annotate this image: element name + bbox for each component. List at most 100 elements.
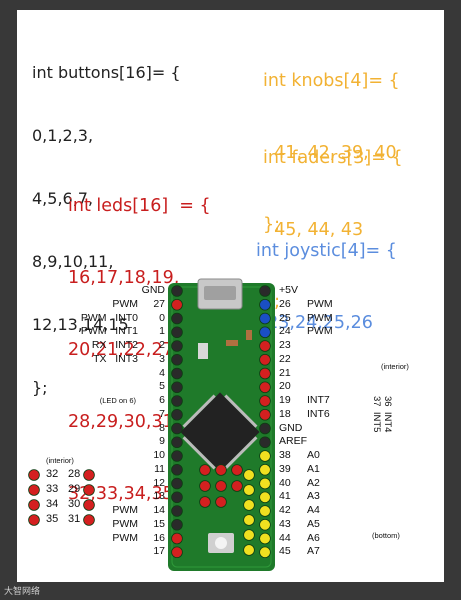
right-pin-dot [259,546,271,559]
right-pin-function: A5 [307,517,320,530]
right-pin-number: 40 [279,476,291,489]
interior-pin-dot [83,484,95,496]
right-pin-dot [259,312,271,325]
right-pin-function: INT6 [307,407,330,420]
right-pin-number: 41 [279,490,291,503]
left-pin-number: GND [141,284,165,296]
board-led-pad [231,464,243,476]
right-pin-number: 43 [279,517,291,530]
right-pin-number: 20 [279,380,291,393]
interior-right-title: (interior) [381,362,409,371]
left-pin-dot [171,450,183,462]
right-pin-dot [259,450,271,462]
interior-pin-dot [28,499,40,511]
right-pin-function: A2 [307,476,320,489]
board-analog-pad [243,514,255,526]
left-pin-dot [171,518,183,531]
left-pin-function: RX INT2 [91,339,138,351]
right-pin-number: GND [279,421,303,434]
left-pin-function: PWM [112,531,138,544]
right-pin-function: A1 [307,462,320,475]
right-pin-dot [259,367,271,380]
right-pin-dot [259,436,271,449]
interior-pin-number: 34 [46,498,59,510]
right-pin-number: 38 [279,449,291,461]
left-pin-dot [171,340,183,352]
right-pin-dot [259,422,271,435]
code-line: int knobs[4]= { [263,71,400,91]
right-pin-dot [259,477,271,490]
interior-pin-number: 33 [46,483,59,495]
code-line: int joystic[4]= { [256,241,397,261]
left-pin-dot [171,477,183,490]
right-pin-function: A0 [307,449,320,461]
right-pin-number: 39 [279,462,291,475]
left-pin-dot [171,436,183,449]
right-pin-number: 19 [279,394,291,406]
bottom-label: (bottom) [372,531,400,540]
right-pin-dot [259,326,271,339]
code-line: 16,17,18,19, [68,268,180,288]
board-led-pad [215,480,227,492]
code-line: 28,29,30,31, [68,412,180,432]
code-line: 12,13,14,15 [32,315,129,334]
pin-columns [28,285,271,559]
left-pin-dot [171,422,183,435]
board-led-pad [199,464,211,476]
board-led-pad [215,464,227,476]
interior-pin-number: 32 [46,468,59,480]
left-pin-function: PWM [112,517,138,530]
code-line: 41, 42, 39, 40 [263,143,397,163]
left-pin-number: 4 [159,366,165,379]
interior-right-pin-36: 36 INT4 [382,396,393,433]
left-pin-dot [171,285,183,297]
board-analog-pad [243,529,255,541]
right-pin-number: 23 [279,339,291,351]
right-pin-dot [259,491,271,504]
left-pin-dot [171,381,183,394]
left-pin-number: 1 [159,325,165,338]
right-pin-function: A3 [307,490,320,503]
left-pin-dot [171,408,183,421]
left-pin-number: 8 [159,421,165,434]
left-pin-function: (LED on 6) [99,396,136,405]
faders-array-code: int faders[3]= { 45, 44, 43 }; [263,98,403,338]
crystal [198,343,208,359]
code-line: 45, 44, 43 [263,220,364,240]
interior-pin-dot [83,514,95,526]
interior-pin-dot [83,469,95,481]
left-pin-function: PWM [112,297,138,310]
leds-array-code: int leds[16] = { 16,17,18,19, 20,21,22,2… [68,146,211,530]
right-pin-dot [259,408,271,421]
left-pin-number: 3 [159,352,165,365]
right-pin-dot [259,463,271,476]
right-pin-dot [259,381,271,394]
left-pin-dot [171,505,183,517]
interior-pin-number: 29 [68,483,81,495]
buttons-array-code: int buttons[16]= { 0,1,2,3, 4,5,6,7, 8,9… [32,20,181,419]
code-line: }; [32,378,48,397]
interior-pin-number: 28 [68,468,81,480]
board-analog-pad [243,499,255,511]
left-pin-number: 16 [153,531,165,544]
left-pin-number: 7 [159,407,165,420]
right-pin-dot [259,353,271,366]
watermark-main: 社区 [334,547,382,574]
left-pin-dot [171,546,183,559]
board-analog-pad [243,469,255,481]
interior-pin-dot [83,499,95,511]
right-pin-dot [259,395,271,407]
code-line: }; [263,215,281,235]
right-pin-number: 22 [279,352,291,365]
interior-right-pin-37: 37 INT5 [371,396,382,433]
right-pin-number: AREF [279,435,308,448]
left-pin-dot [171,491,183,504]
board-led-pad [199,496,211,508]
right-pin-number: 42 [279,504,291,516]
joystic-array-code: int joystic[4]= { 23,24,25,26 [256,191,397,359]
left-pin-number: 14 [153,504,165,516]
interior-pin-dot [28,484,40,496]
interior-pin-dot [28,514,40,526]
right-pin-function: PWM [307,311,333,324]
left-pin-number: 13 [153,490,165,503]
